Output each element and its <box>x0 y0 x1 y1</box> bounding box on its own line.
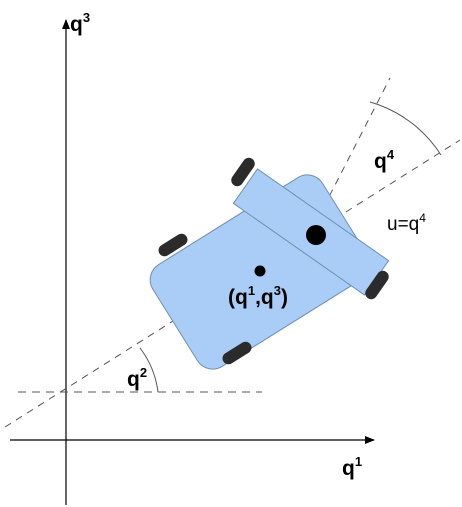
steering-angle-label: q4 <box>374 147 395 173</box>
robot-center-point <box>254 265 266 277</box>
vertical-axis-label: q3 <box>70 10 90 36</box>
steering-pivot-point <box>306 225 326 245</box>
control-input-label: u=q4 <box>387 211 426 235</box>
robot-heading-dashed-line <box>4 139 461 428</box>
robot-center-label: (q1,q3) <box>228 283 288 309</box>
heading-angle-arc <box>139 347 159 393</box>
rear-wheel-right <box>222 341 252 365</box>
horizontal-axis-label: q1 <box>342 454 362 480</box>
steering-angle-arc <box>369 101 442 156</box>
rear-wheel-left <box>158 233 188 257</box>
front-wheel-top <box>231 157 255 187</box>
front-wheel-bottom <box>365 270 389 300</box>
heading-angle-label: q2 <box>127 365 147 391</box>
